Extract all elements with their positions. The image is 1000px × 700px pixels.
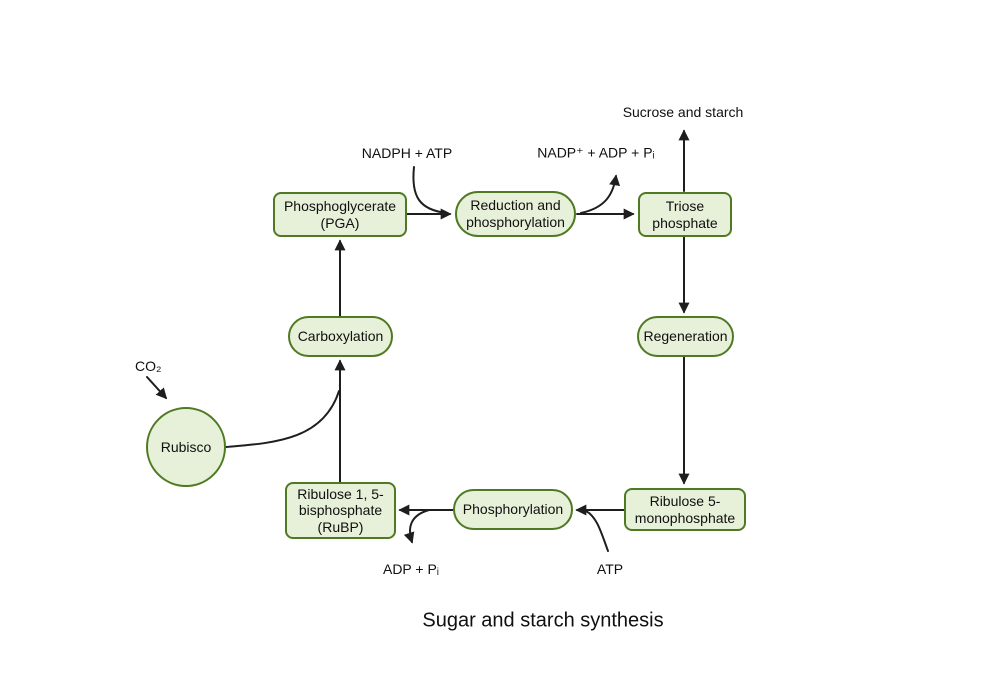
node-label-line: Ribulose 5-: [649, 492, 721, 509]
node-label-line: Phosphorylation: [462, 501, 564, 518]
label-adp-pi: ADP + Pᵢ: [382, 561, 440, 577]
node-label-line: Regeneration: [643, 328, 728, 345]
node-label-line: phosphate: [652, 214, 718, 231]
node-label-line: Rubisco: [160, 438, 212, 455]
node-label-line: Carboxylation: [297, 328, 384, 345]
arrow-co2-to-rubisco: [146, 376, 168, 400]
curve-atp-input: [585, 510, 609, 552]
curve-adp-output: [403, 509, 430, 544]
curve-nadph-input: [412, 166, 448, 214]
node-carboxylation: Carboxylation: [288, 316, 393, 357]
node-label-line: Triose: [665, 197, 705, 214]
label-sucrose-and-starch: Sucrose and starch: [622, 104, 744, 120]
node-reduction-phosphorylation: Reduction and phosphorylation: [455, 191, 576, 237]
node-triose-phosphate: Triose phosphate: [638, 192, 732, 237]
node-label-line: Phosphoglycerate: [283, 197, 397, 214]
node-regeneration: Regeneration: [637, 316, 734, 357]
node-label-line: (PGA): [320, 214, 360, 231]
node-phosphoglycerate: Phosphoglycerate (PGA): [273, 192, 407, 237]
node-ribulose5-monophosphate: Ribulose 5- monophosphate: [624, 488, 746, 531]
label-co2: CO₂: [135, 358, 162, 374]
node-rubp: Ribulose 1, 5- bisphosphate (RuBP): [285, 482, 396, 539]
node-label-line: phosphorylation: [466, 214, 565, 230]
node-label-line: (RuBP): [317, 518, 364, 535]
label-atp: ATP: [596, 561, 624, 577]
label-nadp-adp-pi: NADP⁺ + ADP + Pᵢ: [537, 144, 655, 161]
node-label-line: Reduction and: [470, 197, 561, 214]
curve-nadp-output: [580, 174, 621, 214]
node-phosphorylation: Phosphorylation: [453, 489, 573, 530]
label-nadph-atp: NADPH + ATP: [361, 145, 453, 161]
diagram-title: Sugar and starch synthesis: [422, 609, 664, 632]
node-label-line: Ribulose 1, 5-: [297, 485, 384, 502]
node-rubisco: Rubisco: [146, 407, 226, 487]
curve-rubisco-to-carboxylation-arrow: [225, 390, 340, 448]
node-label-line: bisphosphate: [298, 502, 383, 519]
node-label-line: monophosphate: [634, 509, 736, 526]
